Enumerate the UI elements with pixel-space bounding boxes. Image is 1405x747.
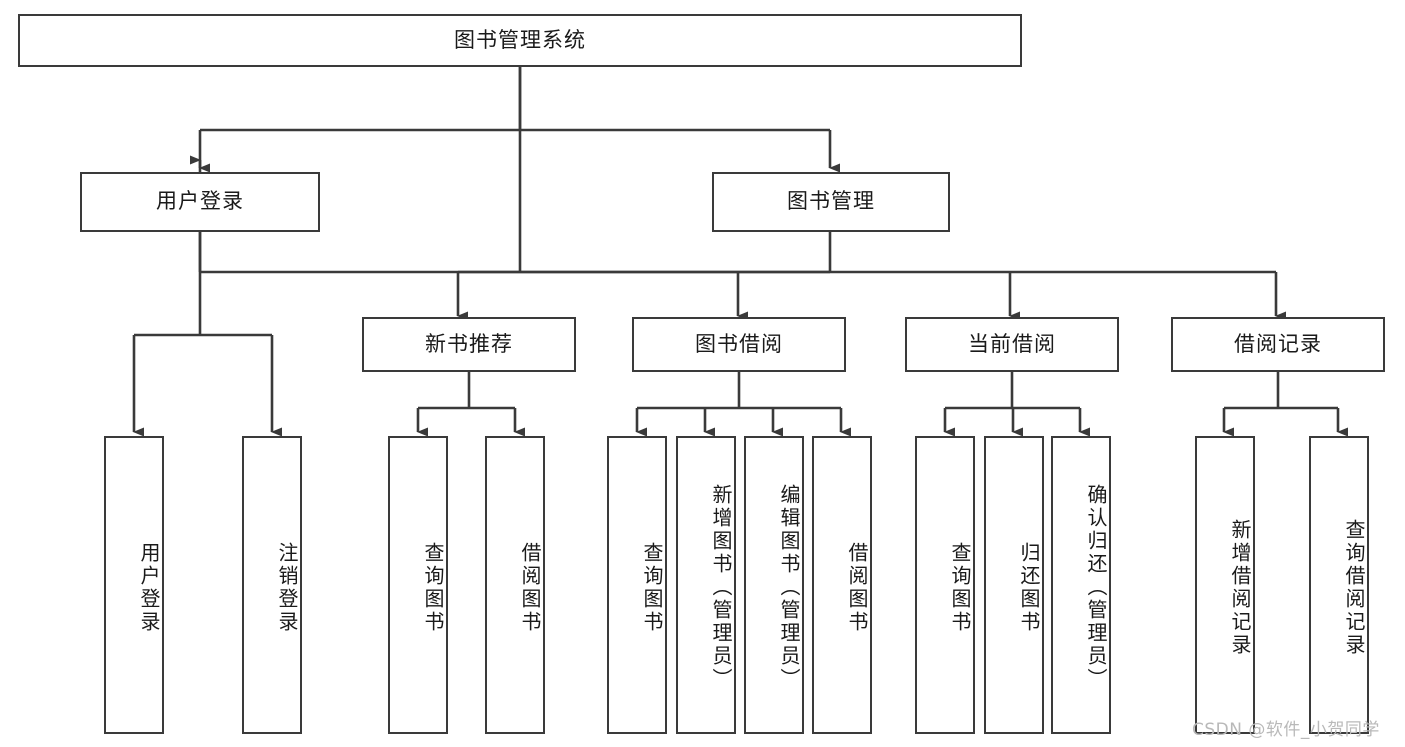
- node-user-login[interactable]: 用户登录: [80, 172, 320, 232]
- node-leaf-user-logout[interactable]: 注销登录: [242, 436, 302, 734]
- node-leaf-query-book-2[interactable]: 查询图书: [607, 436, 667, 734]
- node-root[interactable]: 图书管理系统: [18, 14, 1022, 67]
- node-current-borrow[interactable]: 当前借阅: [905, 317, 1119, 372]
- node-new-book-recommend[interactable]: 新书推荐: [362, 317, 576, 372]
- node-leaf-confirm-return[interactable]: 确认归还（管理员）: [1051, 436, 1111, 734]
- node-book-manage[interactable]: 图书管理: [712, 172, 950, 232]
- node-leaf-borrow-book-2[interactable]: 借阅图书: [812, 436, 872, 734]
- node-leaf-query-book-1[interactable]: 查询图书: [388, 436, 448, 734]
- node-borrow-record[interactable]: 借阅记录: [1171, 317, 1385, 372]
- node-leaf-query-record[interactable]: 查询借阅记录: [1309, 436, 1369, 734]
- node-leaf-add-book[interactable]: 新增图书（管理员）: [676, 436, 736, 734]
- node-leaf-user-login[interactable]: 用户登录: [104, 436, 164, 734]
- node-leaf-borrow-book-1[interactable]: 借阅图书: [485, 436, 545, 734]
- node-leaf-query-book-3[interactable]: 查询图书: [915, 436, 975, 734]
- node-leaf-add-record[interactable]: 新增借阅记录: [1195, 436, 1255, 734]
- node-book-borrow[interactable]: 图书借阅: [632, 317, 846, 372]
- node-leaf-edit-book[interactable]: 编辑图书（管理员）: [744, 436, 804, 734]
- node-leaf-return-book[interactable]: 归还图书: [984, 436, 1044, 734]
- csdn-watermark: CSDN @软件_小贺同学: [1192, 720, 1380, 740]
